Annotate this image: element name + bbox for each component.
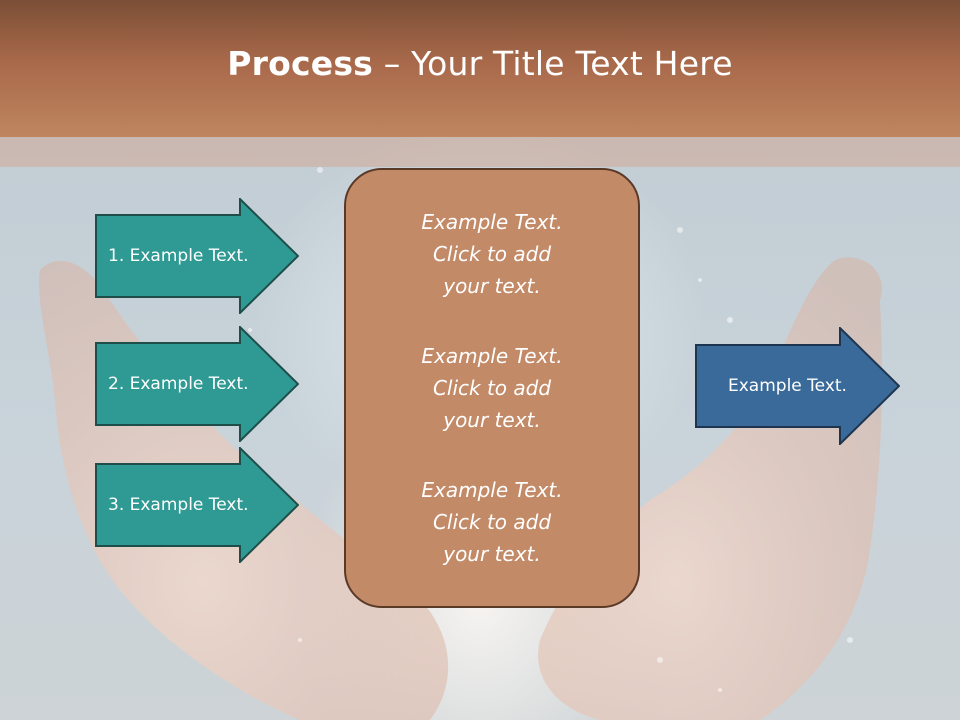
title-text: – Your Title Text Here (373, 44, 733, 83)
step-label-2: 2. Example Text. (108, 374, 249, 394)
step-label-3: 3. Example Text. (108, 495, 249, 515)
center-content-box[interactable]: Example Text. Click to add your text. Ex… (344, 168, 640, 608)
center-text-3[interactable]: Example Text. Click to add your text. (421, 478, 563, 566)
sparkle-dots (248, 167, 853, 692)
step-arrow-3[interactable]: 3. Example Text. (95, 447, 299, 563)
center-text-2[interactable]: Example Text. Click to add your text. (421, 344, 563, 432)
center-text-1[interactable]: Example Text. Click to add your text. (421, 210, 563, 298)
output-arrow[interactable]: Example Text. (695, 327, 900, 445)
step-arrow-1[interactable]: 1. Example Text. (95, 198, 299, 314)
title-bar: Process – Your Title Text Here (0, 0, 960, 137)
header-band (0, 137, 960, 167)
step-arrow-2[interactable]: 2. Example Text. (95, 326, 299, 442)
output-label: Example Text. (728, 376, 847, 396)
title-emphasis: Process (227, 44, 374, 83)
step-label-1: 1. Example Text. (108, 246, 249, 266)
slide-title[interactable]: Process – Your Title Text Here (227, 44, 733, 83)
